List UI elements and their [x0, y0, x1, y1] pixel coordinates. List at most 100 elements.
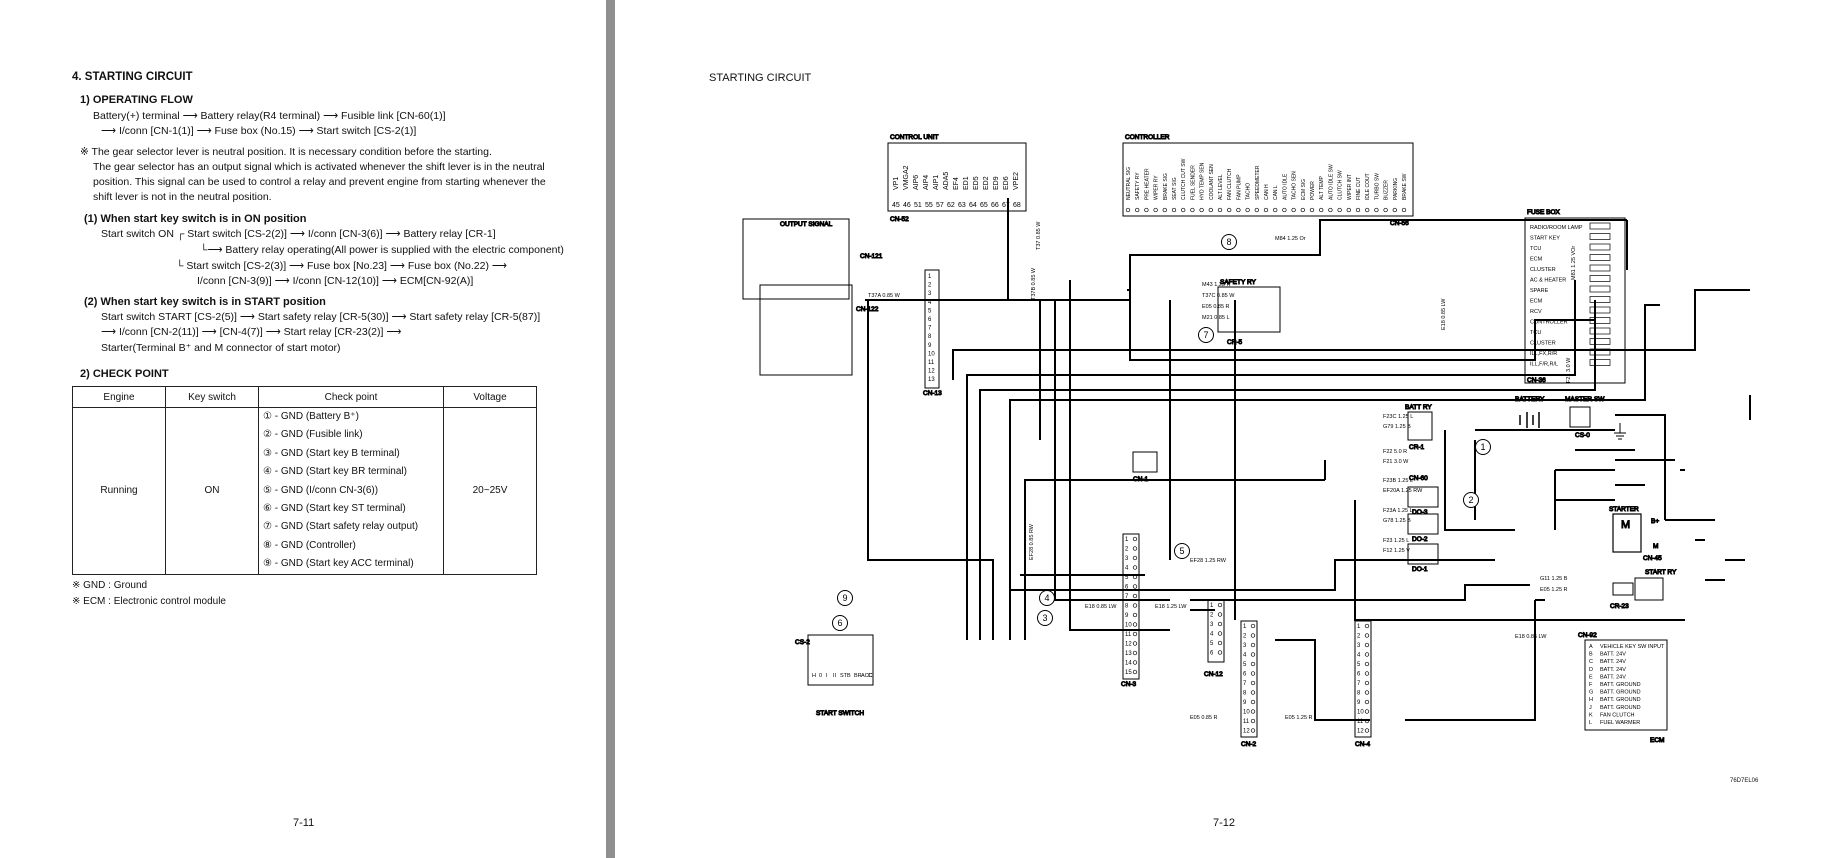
connector-pin-number: 9 — [928, 343, 932, 349]
start-line: ⟶ I/conn [CN-2(11)] ⟶ [CN-4(7)] ⟶ Start … — [101, 326, 402, 338]
control-unit-pin: AIP4 — [923, 175, 930, 190]
on-line: └ Start switch [CS-2(3)] ⟶ Fuse box [No.… — [176, 260, 507, 272]
control-unit-pin: ED1 — [963, 176, 970, 190]
connector-pin-number: 7 — [1243, 681, 1247, 687]
connector-pin-terminal — [1250, 642, 1256, 648]
controller-pin-terminal — [1365, 207, 1370, 213]
controller-pin: AUTO IDLE SW — [1328, 164, 1334, 200]
section-title: 4. STARTING CIRCUIT — [72, 71, 193, 83]
ecm-pin: A — [1589, 644, 1593, 650]
control-unit-pin: VP1 — [893, 177, 900, 190]
controller-pin: PARKING — [1393, 178, 1399, 200]
ecm-pin-name: FAN CLUTCH — [1600, 712, 1635, 718]
control-unit-pin-number: 51 — [914, 202, 922, 209]
connector-pin-number: 1 — [928, 274, 932, 280]
connector-pin-terminal — [1364, 690, 1370, 695]
connector-pin-number: 11 — [1125, 632, 1132, 638]
cn122-label: CN-122 — [856, 306, 879, 313]
controller-pin-terminal — [1171, 207, 1177, 213]
connector-pin-number: 9 — [1125, 613, 1129, 619]
output-signal-block: OUTPUT SIGNAL CN-121 CN-122 — [742, 218, 883, 376]
connector-pin-number: 14 — [1125, 661, 1132, 667]
check-point-item: ⑥ - GND (Start key ST terminal) — [263, 502, 406, 514]
controller-pin-terminal — [1135, 207, 1140, 213]
connector-pin-terminal — [1250, 718, 1256, 724]
connector-pin-number: 8 — [928, 334, 932, 340]
ecm-pin-name: BATT. 24V — [1600, 667, 1626, 673]
control-unit-box — [887, 142, 1027, 212]
master-sw-box — [1569, 406, 1591, 428]
controller-pin: ALT TEMP — [1319, 175, 1325, 200]
controller-pin: AUTO IDLE — [1282, 173, 1288, 200]
cn1-connector: CN-1 — [1132, 451, 1158, 484]
wire-label: G79 1.25 B — [1383, 424, 1411, 430]
controller-pin: BRAKE SIG — [1163, 173, 1169, 200]
ecm-box — [1584, 639, 1668, 731]
ecm-pin: K — [1589, 712, 1593, 718]
switch-terminal: I — [826, 673, 828, 679]
fuse-element — [1589, 338, 1611, 345]
connector-pin-number: 2 — [928, 283, 932, 289]
connector-pin-number: 12 — [1357, 729, 1364, 735]
control-unit-pin-number: 67 — [1002, 202, 1010, 209]
control-unit-pin: ADA5 — [943, 172, 950, 190]
connector-pin-terminal — [1132, 536, 1138, 542]
batt-ry-box — [1407, 411, 1433, 441]
switch-terminal: B — [847, 673, 851, 679]
table-header: Check point — [258, 386, 444, 408]
cn12-box — [1207, 599, 1225, 663]
control-unit-pin: AIP6 — [913, 175, 920, 190]
wire-path — [1444, 430, 1515, 531]
controller-pin: CAN L — [1273, 185, 1279, 200]
wire-label: T37A 0.85 W — [868, 293, 901, 299]
cn45-label: CN-45 — [1643, 555, 1662, 562]
controller-pin: FUEL SENDER — [1190, 165, 1196, 200]
fuse-element — [1589, 348, 1611, 356]
controller-pin: WIPER INT — [1347, 174, 1353, 200]
callout-circle — [1037, 610, 1053, 626]
wire-label: T37 0.85 W — [1036, 221, 1042, 250]
do2-box — [1407, 513, 1439, 535]
ground-symbol — [1614, 423, 1626, 440]
controller-pin: CLUTCH SW — [1338, 170, 1344, 200]
wire-path — [1615, 414, 1666, 520]
wire-label: G78 1.25 B — [1383, 518, 1411, 524]
ecm-pin: D — [1589, 667, 1593, 673]
controller-pin-terminal — [1337, 207, 1342, 213]
connector-pin-terminal — [1217, 631, 1223, 636]
cn4-label: CN-4 — [1355, 741, 1371, 748]
controller-pin: SEAT SIG — [1172, 177, 1178, 200]
starter: STARTER M B+ M CN-45 — [1609, 506, 1663, 563]
connector-pin-terminal — [1217, 612, 1223, 617]
operating-flow-title: 1) OPERATING FLOW — [80, 94, 193, 106]
battery-label: BATTERY — [1515, 396, 1545, 403]
connector-pin-number: 2 — [1210, 613, 1214, 619]
controller-pin-terminal — [1401, 207, 1407, 213]
fuse-box-label: FUSE BOX — [1527, 209, 1561, 216]
connector-pin-number: 1 — [1210, 603, 1214, 609]
connector-pin-number: 12 — [1243, 729, 1250, 735]
control-unit-pin-number: 66 — [991, 202, 999, 209]
wire-label: E18 0.85 LW — [1085, 604, 1117, 610]
connector-pin-terminal — [1217, 650, 1223, 655]
control-unit-pin-number: 65 — [980, 202, 988, 209]
control-unit-pin-number: 57 — [936, 202, 944, 209]
connector-pin-terminal — [1364, 709, 1370, 714]
connector-pin-number: 1 — [1357, 624, 1361, 630]
connector-pin-number: 5 — [1357, 662, 1361, 668]
wire-label: EF20A 1.25 RW — [1383, 488, 1423, 494]
on-line: └⟶ Battery relay operating(All power is … — [200, 244, 564, 256]
batt-ry-label: BATT RY — [1405, 404, 1432, 411]
connector-pin-terminal — [1132, 603, 1138, 608]
output-relay-box — [759, 284, 853, 376]
wire-label: EF28 0.85 RW — [1029, 523, 1035, 560]
connector-pin-number: 8 — [1243, 691, 1247, 697]
flow-line: ⟶ I/conn [CN-1(1)] ⟶ Fuse box (No.15) ⟶ … — [101, 125, 417, 137]
switch-terminal: ACC — [861, 673, 873, 679]
